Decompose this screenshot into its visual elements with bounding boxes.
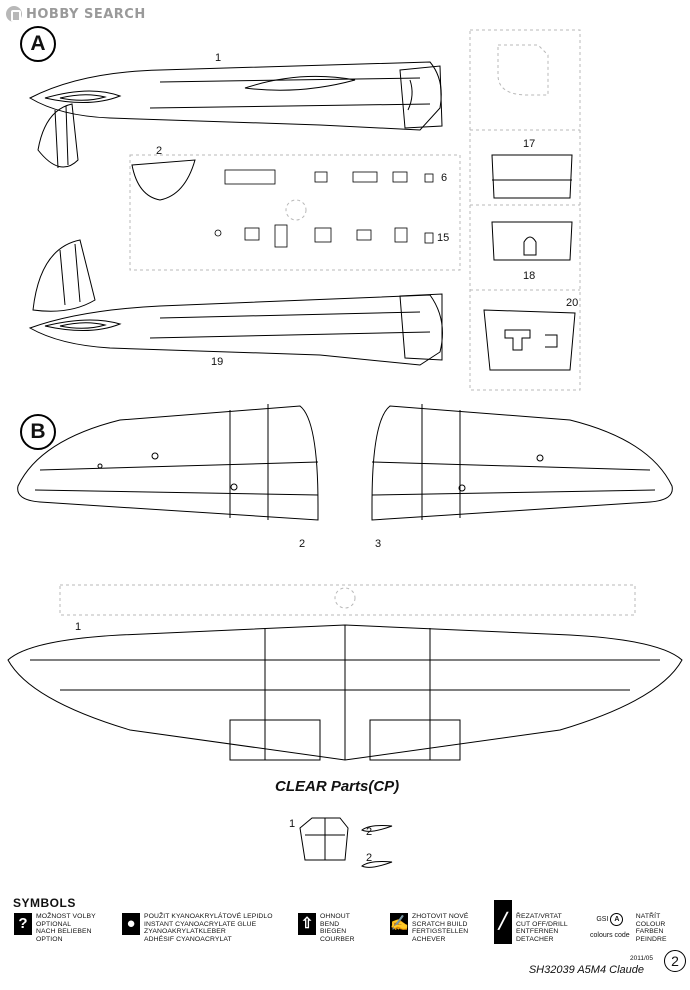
glue-drop-icon: ●: [122, 913, 140, 935]
sprue-frame: [59, 29, 636, 616]
scratch-build-icon: ✍: [390, 913, 409, 935]
section-b-marker: B: [20, 414, 56, 450]
colours-code-label: colours code: [590, 932, 630, 939]
part-label-wing-right: 3: [375, 538, 382, 550]
part-label-20: 20: [566, 297, 579, 309]
page-number: 2: [664, 950, 686, 972]
part-label-2: 2: [156, 145, 163, 157]
gsi-block: GSI A colours code: [590, 913, 630, 940]
fuselage-right-half: [28, 239, 443, 366]
part-label-cp1: 1: [289, 818, 296, 830]
part-label-wing-lower: 1: [75, 621, 82, 633]
bend-icon: ⇧: [298, 913, 316, 935]
part-2: [131, 159, 196, 201]
part-label-wing-left: 2: [299, 538, 306, 550]
wing-upper-right: [371, 404, 673, 521]
wing-upper-left: [17, 404, 319, 521]
part-label-fuselage-left: 1: [215, 52, 222, 64]
part-label-17: 17: [523, 138, 536, 150]
cut-off-icon: ╱: [494, 900, 512, 944]
wing-lower: [7, 624, 683, 761]
part-label-6: 6: [441, 172, 448, 184]
part-label-15: 15: [437, 232, 450, 244]
symbols-title: SYMBOLS: [13, 896, 76, 910]
gsi-label: GSI: [596, 915, 609, 923]
watermark-text: HOBBY SEARCH: [26, 6, 146, 22]
fuselage-left-half: [28, 61, 443, 169]
hobby-search-logo-icon: [6, 6, 22, 22]
kit-footer: SH32039 A5M4 Claude: [528, 964, 644, 976]
part-label-cp2a: 2: [366, 826, 373, 838]
clear-parts: [299, 817, 393, 868]
question-icon: ?: [14, 913, 32, 935]
section-a-marker: A: [20, 26, 56, 62]
part-label-cp2b: 2: [366, 852, 373, 864]
colour-icon: A: [610, 913, 624, 926]
hobby-search-watermark: HOBBY SEARCH: [6, 6, 146, 22]
print-date: 2011/05: [630, 955, 654, 962]
small-parts: [214, 169, 434, 248]
parts-17-18-20: [483, 154, 576, 371]
part-label-fuselage-right: 19: [211, 356, 224, 368]
part-label-18: 18: [523, 270, 536, 282]
clear-parts-title: CLEAR Parts(CP): [275, 778, 400, 795]
